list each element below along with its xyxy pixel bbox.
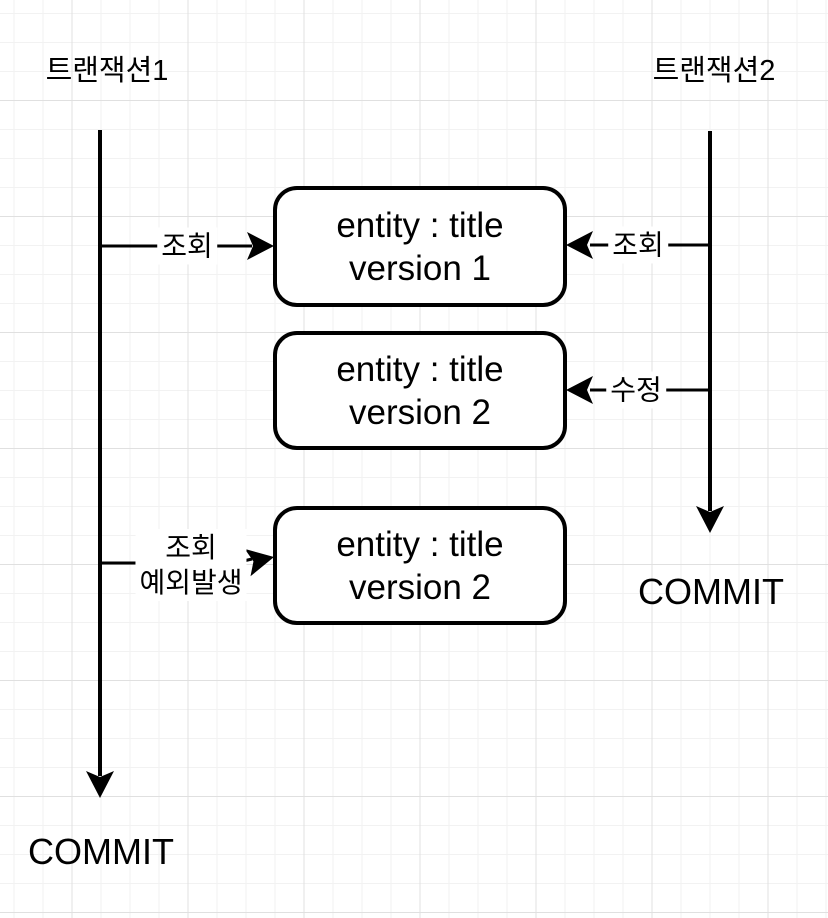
transaction1-lifeline-arrowhead-icon <box>86 771 114 798</box>
tx1-read-label: 조회 <box>157 227 217 265</box>
entity-box-3-line2: version 2 <box>348 567 492 607</box>
entity-box-1-line1: entity : title <box>336 205 504 245</box>
entity-box-2-line2: version 2 <box>348 392 492 432</box>
transaction1-commit-label: COMMIT <box>28 831 174 872</box>
tx1-reread-label-line1: 조회 <box>165 532 217 563</box>
tx1-reread-label-line2: 예외발생 <box>139 567 243 598</box>
entity-box-2-text: entity : title version 2 <box>275 333 565 448</box>
entity-box-3-text: entity : title version 2 <box>275 508 565 623</box>
tx1-read-arrowhead-icon <box>247 232 274 260</box>
entity-box-2-line1: entity : title <box>336 349 504 389</box>
tx2-read-arrowhead-icon <box>566 231 593 259</box>
entity-box-2 <box>273 331 567 450</box>
entity-box-3-line1: entity : title <box>336 524 504 564</box>
entity-box-1 <box>273 186 567 307</box>
transaction2-commit-label: COMMIT <box>638 571 784 612</box>
tx1-reread-arrowhead-icon <box>244 548 274 577</box>
tx2-update-label: 수정 <box>606 371 666 409</box>
transaction2-lifeline-arrowhead-icon <box>696 506 724 533</box>
transaction2-title: 트랜잭션2 <box>652 55 776 87</box>
tx2-read-label: 조회 <box>608 226 668 264</box>
entity-box-1-line2: version 1 <box>348 248 492 288</box>
transaction1-title: 트랜잭션1 <box>45 55 169 87</box>
entity-box-3 <box>273 506 567 625</box>
tx2-update-arrowhead-icon <box>566 376 593 404</box>
tx1-reread-label: 조회 예외발생 <box>135 529 247 601</box>
entity-box-1-text: entity : title version 1 <box>275 188 565 305</box>
